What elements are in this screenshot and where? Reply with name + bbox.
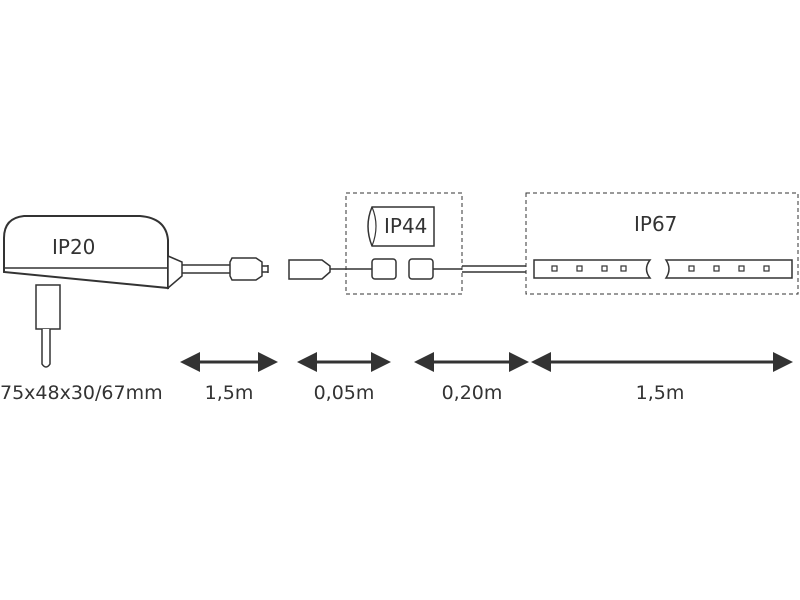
connector	[288, 259, 331, 280]
dimension-arrow-4	[531, 352, 793, 372]
ip44-zone	[345, 192, 463, 295]
dc-plug	[229, 257, 263, 281]
cable-length-1: 1,5m	[205, 382, 254, 404]
strip-connector-right	[408, 258, 434, 280]
strip-connector-left	[371, 258, 397, 280]
power-adapter	[3, 215, 183, 368]
cable	[182, 264, 269, 274]
led-strip-segment-right	[664, 259, 793, 279]
strip-length: 1,5m	[636, 382, 685, 404]
dimension-arrow-2	[297, 352, 391, 372]
ip44-sleeve	[367, 206, 435, 247]
cable-length-3: 0,20m	[442, 382, 503, 404]
ip67-label: IP67	[634, 212, 677, 236]
dimension-arrow-3	[414, 352, 529, 372]
cable-length-2: 0,05m	[314, 382, 375, 404]
ip67-zone	[525, 192, 799, 295]
ip20-label: IP20	[52, 235, 95, 259]
dimension-arrow-1	[180, 352, 278, 372]
led-chips	[551, 265, 770, 272]
adapter-dimensions: 75x48x30/67mm	[0, 382, 163, 404]
ip44-label: IP44	[384, 214, 427, 238]
led-strip-segment-left	[533, 259, 652, 279]
